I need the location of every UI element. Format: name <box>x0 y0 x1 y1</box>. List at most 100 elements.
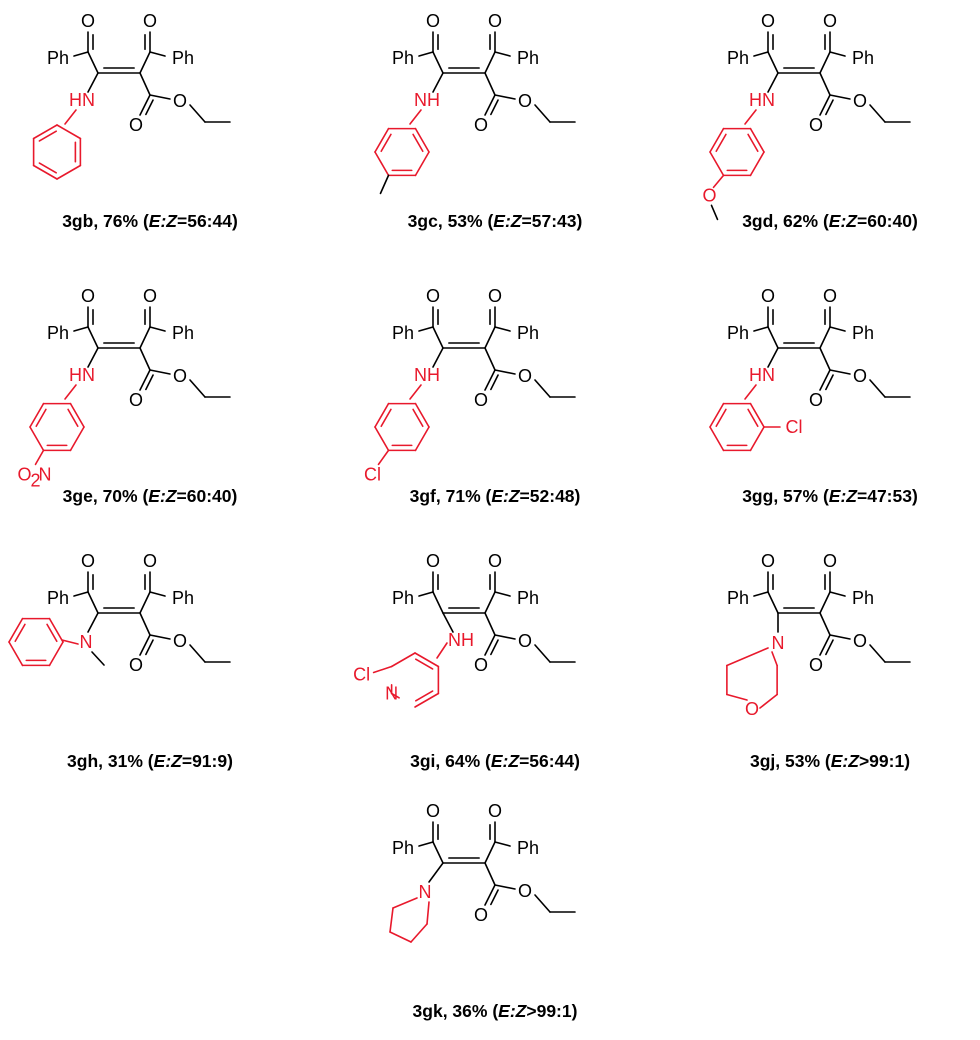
bond <box>73 51 89 57</box>
phenyl-label: Ph <box>172 323 194 343</box>
bond <box>149 326 166 332</box>
methoxy-o-label: O <box>702 185 716 205</box>
morpholine-o-label: O <box>745 699 759 719</box>
bond <box>767 51 779 74</box>
bond <box>149 634 171 640</box>
bond <box>149 94 171 100</box>
phenyl-label: Ph <box>517 48 539 68</box>
oxygen-label: O <box>426 286 440 306</box>
bond <box>418 326 434 332</box>
phenyl-label: Ph <box>392 323 414 343</box>
amine-n-label: N <box>772 633 785 653</box>
bond <box>534 379 551 398</box>
yield: 31% <box>107 751 143 771</box>
bond <box>494 326 511 332</box>
compound-id: 3ge <box>62 486 93 506</box>
oxygen-label: O <box>853 91 867 111</box>
pyridine-n-label: N <box>385 684 398 704</box>
oxygen-label: O <box>474 115 488 135</box>
compound-id: 3gc <box>407 211 438 231</box>
amine-nh-label: HN <box>749 90 775 110</box>
bond <box>87 51 99 74</box>
ratio-sep: = <box>519 751 530 771</box>
bond <box>418 591 434 597</box>
bond <box>139 591 151 614</box>
bond <box>374 426 390 452</box>
double-bond-inner <box>715 408 727 428</box>
double-bond-inner <box>380 133 392 153</box>
double-bond-inner <box>145 639 154 656</box>
bond <box>819 612 831 636</box>
bond <box>87 72 99 93</box>
compound-id: 3gk <box>412 1001 443 1021</box>
bond <box>8 641 24 667</box>
double-bond-inner <box>46 623 58 643</box>
caption-3gf: 3gf, 71% (E:Z=52:48) <box>409 486 581 506</box>
double-bond-inner <box>145 99 154 116</box>
ratio: 91:9 <box>192 751 228 771</box>
bond <box>709 127 725 153</box>
bond <box>87 612 99 633</box>
bond <box>139 369 151 391</box>
bond <box>484 591 496 614</box>
ratio-sep: = <box>856 211 868 231</box>
bond <box>87 591 99 614</box>
bond <box>389 931 412 943</box>
bond <box>414 127 430 153</box>
double-bond-inner <box>380 408 392 428</box>
bond <box>442 612 454 633</box>
bond <box>819 94 831 116</box>
bond <box>414 692 440 708</box>
bond <box>767 347 779 368</box>
phenyl-label: Ph <box>47 588 69 608</box>
yield: 36% <box>452 1001 488 1021</box>
ratio: 99:1 <box>536 1001 572 1021</box>
ratio-sep: > <box>858 751 870 771</box>
yield: 76% <box>103 211 139 231</box>
oxygen-label: O <box>488 801 502 821</box>
bond <box>744 109 757 125</box>
bond <box>139 94 151 116</box>
bond <box>819 347 831 371</box>
bond <box>149 51 166 57</box>
double-bond-inner <box>414 658 434 670</box>
ratio-sep: = <box>519 486 530 506</box>
bond <box>484 51 496 74</box>
caption-3gd: 3gd, 62% (E:Z=60:40) <box>742 211 918 231</box>
double-bond-inner <box>747 408 759 428</box>
double-bond-inner <box>145 374 154 391</box>
double-bond-inner <box>747 133 759 153</box>
amine-nh-label: HN <box>69 365 95 385</box>
bond <box>819 326 831 349</box>
bond <box>432 72 444 93</box>
phenyl-label: Ph <box>392 48 414 68</box>
ratio: 56:44 <box>529 751 575 771</box>
bond <box>753 591 769 597</box>
oxygen-label: O <box>488 551 502 571</box>
amine-substituent: NH <box>374 72 444 195</box>
bond <box>374 127 390 153</box>
bond <box>484 94 496 116</box>
bond <box>418 841 434 847</box>
amine-substituent: HN <box>32 72 99 180</box>
oxygen-label: O <box>474 655 488 675</box>
ratio: 47:53 <box>867 486 912 506</box>
phenyl-label: Ph <box>517 588 539 608</box>
bond <box>414 652 440 668</box>
bond <box>73 591 89 597</box>
amine-n-label: N <box>80 632 93 652</box>
bond <box>29 402 45 428</box>
ratio-prefix: E:Z <box>493 211 522 231</box>
